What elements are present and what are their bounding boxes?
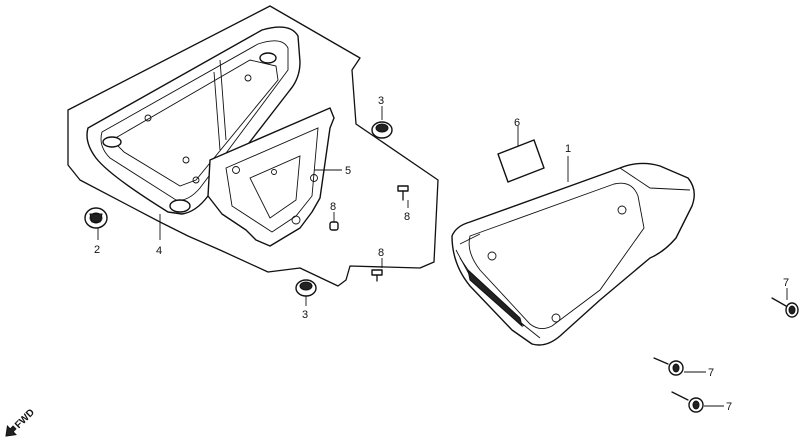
right-side-cover — [451, 162, 695, 346]
fwd-direction-marker: FWD — [5, 407, 37, 437]
callout-7-a: 7 — [783, 277, 789, 289]
emblem-plate — [497, 139, 545, 183]
grommet-3-upper — [371, 121, 393, 139]
callout-3-lower: 3 — [302, 309, 308, 321]
callout-8-b: 8 — [330, 201, 336, 213]
callout-8-c: 8 — [378, 247, 384, 259]
callout-4: 4 — [156, 245, 162, 257]
callout-1: 1 — [565, 143, 571, 155]
bolt-7-b — [653, 357, 684, 376]
callout-7-c: 7 — [726, 401, 732, 413]
inner-bracket-plate — [207, 107, 335, 247]
bolt-7-a — [771, 297, 799, 318]
screw-8-a — [397, 185, 409, 201]
callout-5: 5 — [345, 165, 351, 177]
screw-8-b — [329, 221, 339, 231]
grommet-3-lower — [295, 279, 317, 297]
left-side-cover — [86, 26, 301, 215]
callout-2: 2 — [94, 244, 100, 256]
grommet-2 — [84, 207, 108, 229]
callout-7-b: 7 — [708, 367, 714, 379]
callout-6: 6 — [514, 117, 520, 129]
fwd-label: FWD — [13, 407, 37, 431]
leader-lines — [97, 106, 788, 407]
bolt-7-c — [671, 391, 704, 413]
callout-3-upper: 3 — [378, 95, 384, 107]
screw-8-c — [371, 269, 383, 282]
callout-8-a: 8 — [404, 211, 410, 223]
